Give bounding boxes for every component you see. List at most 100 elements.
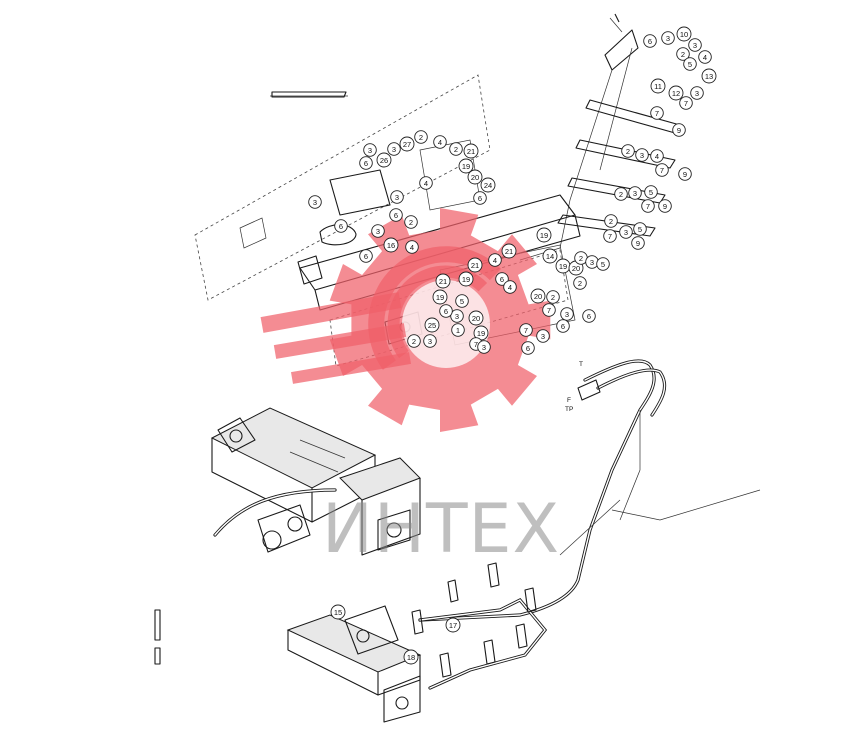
callout-circle	[614, 187, 628, 201]
callout-number: 3	[395, 193, 399, 202]
callout-number: 3	[695, 89, 699, 98]
callout-number: 21	[467, 147, 475, 156]
callout-6: 6	[334, 219, 348, 233]
callout-7: 7	[542, 303, 556, 317]
callout-number: 9	[636, 239, 640, 248]
callout-circle	[435, 273, 451, 289]
callout-circle	[655, 163, 669, 177]
hose-line	[418, 359, 761, 622]
callout-2: 2	[546, 290, 560, 304]
callout-number: 18	[407, 653, 415, 662]
callout-number: 20	[534, 292, 542, 301]
callout-7: 7	[519, 323, 533, 337]
callout-20: 20	[467, 169, 483, 185]
callout-number: 19	[540, 231, 548, 240]
callout-number: 21	[471, 261, 479, 270]
rear-frame	[210, 407, 421, 556]
callout-number: 2	[579, 254, 583, 263]
callout-circle	[573, 276, 587, 290]
callout-3: 3	[619, 225, 633, 239]
callout-number: 3	[313, 198, 317, 207]
callout-number: 2	[578, 279, 582, 288]
callout-circle	[467, 169, 483, 185]
callout-20: 20	[468, 310, 484, 326]
callout-number: 19	[462, 275, 470, 284]
callout-4: 4	[419, 176, 433, 190]
callout-2: 2	[604, 214, 618, 228]
callout-5: 5	[633, 222, 647, 236]
callout-circle	[451, 323, 465, 337]
callout-17: 17	[445, 617, 461, 633]
callout-number: 14	[546, 252, 554, 261]
callout-4: 4	[488, 253, 502, 267]
callout-circle	[536, 227, 552, 243]
callout-19: 19	[536, 227, 552, 243]
callout-6: 6	[556, 319, 570, 333]
callout-number: 4	[508, 283, 512, 292]
callout-4: 4	[405, 240, 419, 254]
callout-number: 4	[438, 138, 442, 147]
callout-circle	[371, 224, 385, 238]
callout-circle	[631, 236, 645, 250]
callout-number: 5	[649, 188, 653, 197]
callout-3: 3	[585, 255, 599, 269]
callout-circle	[635, 148, 649, 162]
callout-circle	[389, 208, 403, 222]
callout-circle	[519, 323, 533, 337]
callout-6: 6	[359, 156, 373, 170]
frame-panel	[194, 74, 491, 301]
gear-speed-stripe	[260, 292, 402, 333]
callout-4: 4	[698, 50, 712, 64]
callout-number: 20	[572, 264, 580, 273]
callout-3: 3	[423, 334, 437, 348]
callout-number: 19	[477, 329, 485, 338]
callout-number: 2	[419, 133, 423, 142]
callout-6: 6	[521, 341, 535, 355]
callout-circle	[676, 47, 690, 61]
callout-circle	[683, 57, 697, 71]
callout-number: 4	[410, 243, 414, 252]
callout-number: 2	[626, 147, 630, 156]
callout-circle	[419, 176, 433, 190]
callout-number: 7	[524, 326, 528, 335]
callout-circle	[359, 156, 373, 170]
callout-circle	[308, 195, 322, 209]
callout-number: 17	[449, 621, 457, 630]
callout-number: 6	[500, 275, 504, 284]
watermark-text: ИНТЕХ	[322, 490, 560, 569]
callout-circle	[604, 214, 618, 228]
callout-circle	[495, 272, 509, 286]
callout-number: 9	[677, 126, 681, 135]
callout-11: 11	[650, 78, 666, 94]
callout-circle	[390, 190, 404, 204]
callout-number: 3	[392, 145, 396, 154]
callout-circle	[678, 167, 692, 181]
callout-circle	[455, 294, 469, 308]
callout-circle	[403, 649, 419, 665]
callout-number: 16	[387, 241, 395, 250]
callout-19: 19	[458, 158, 474, 174]
callout-number: 26	[380, 156, 388, 165]
callout-3: 3	[308, 195, 322, 209]
callout-circle	[596, 257, 610, 271]
callout-circle	[488, 253, 502, 267]
callout-circle	[383, 237, 399, 253]
callout-3: 3	[371, 224, 385, 238]
callout-circle	[501, 243, 517, 259]
callout-number: 2	[609, 217, 613, 226]
callout-2: 2	[414, 130, 428, 144]
callout-circle	[414, 130, 428, 144]
callout-19: 19	[473, 325, 489, 341]
callout-number: 7	[474, 340, 478, 349]
callout-18: 18	[403, 649, 419, 665]
callout-circle	[477, 340, 491, 354]
callout-circle	[556, 319, 570, 333]
callout-circle	[633, 222, 647, 236]
callout-circle	[621, 144, 635, 158]
callout-4: 4	[503, 280, 517, 294]
callout-circle	[560, 307, 574, 321]
callout-number: 5	[638, 225, 642, 234]
callout-circle	[650, 149, 664, 163]
callout-3: 3	[688, 38, 702, 52]
